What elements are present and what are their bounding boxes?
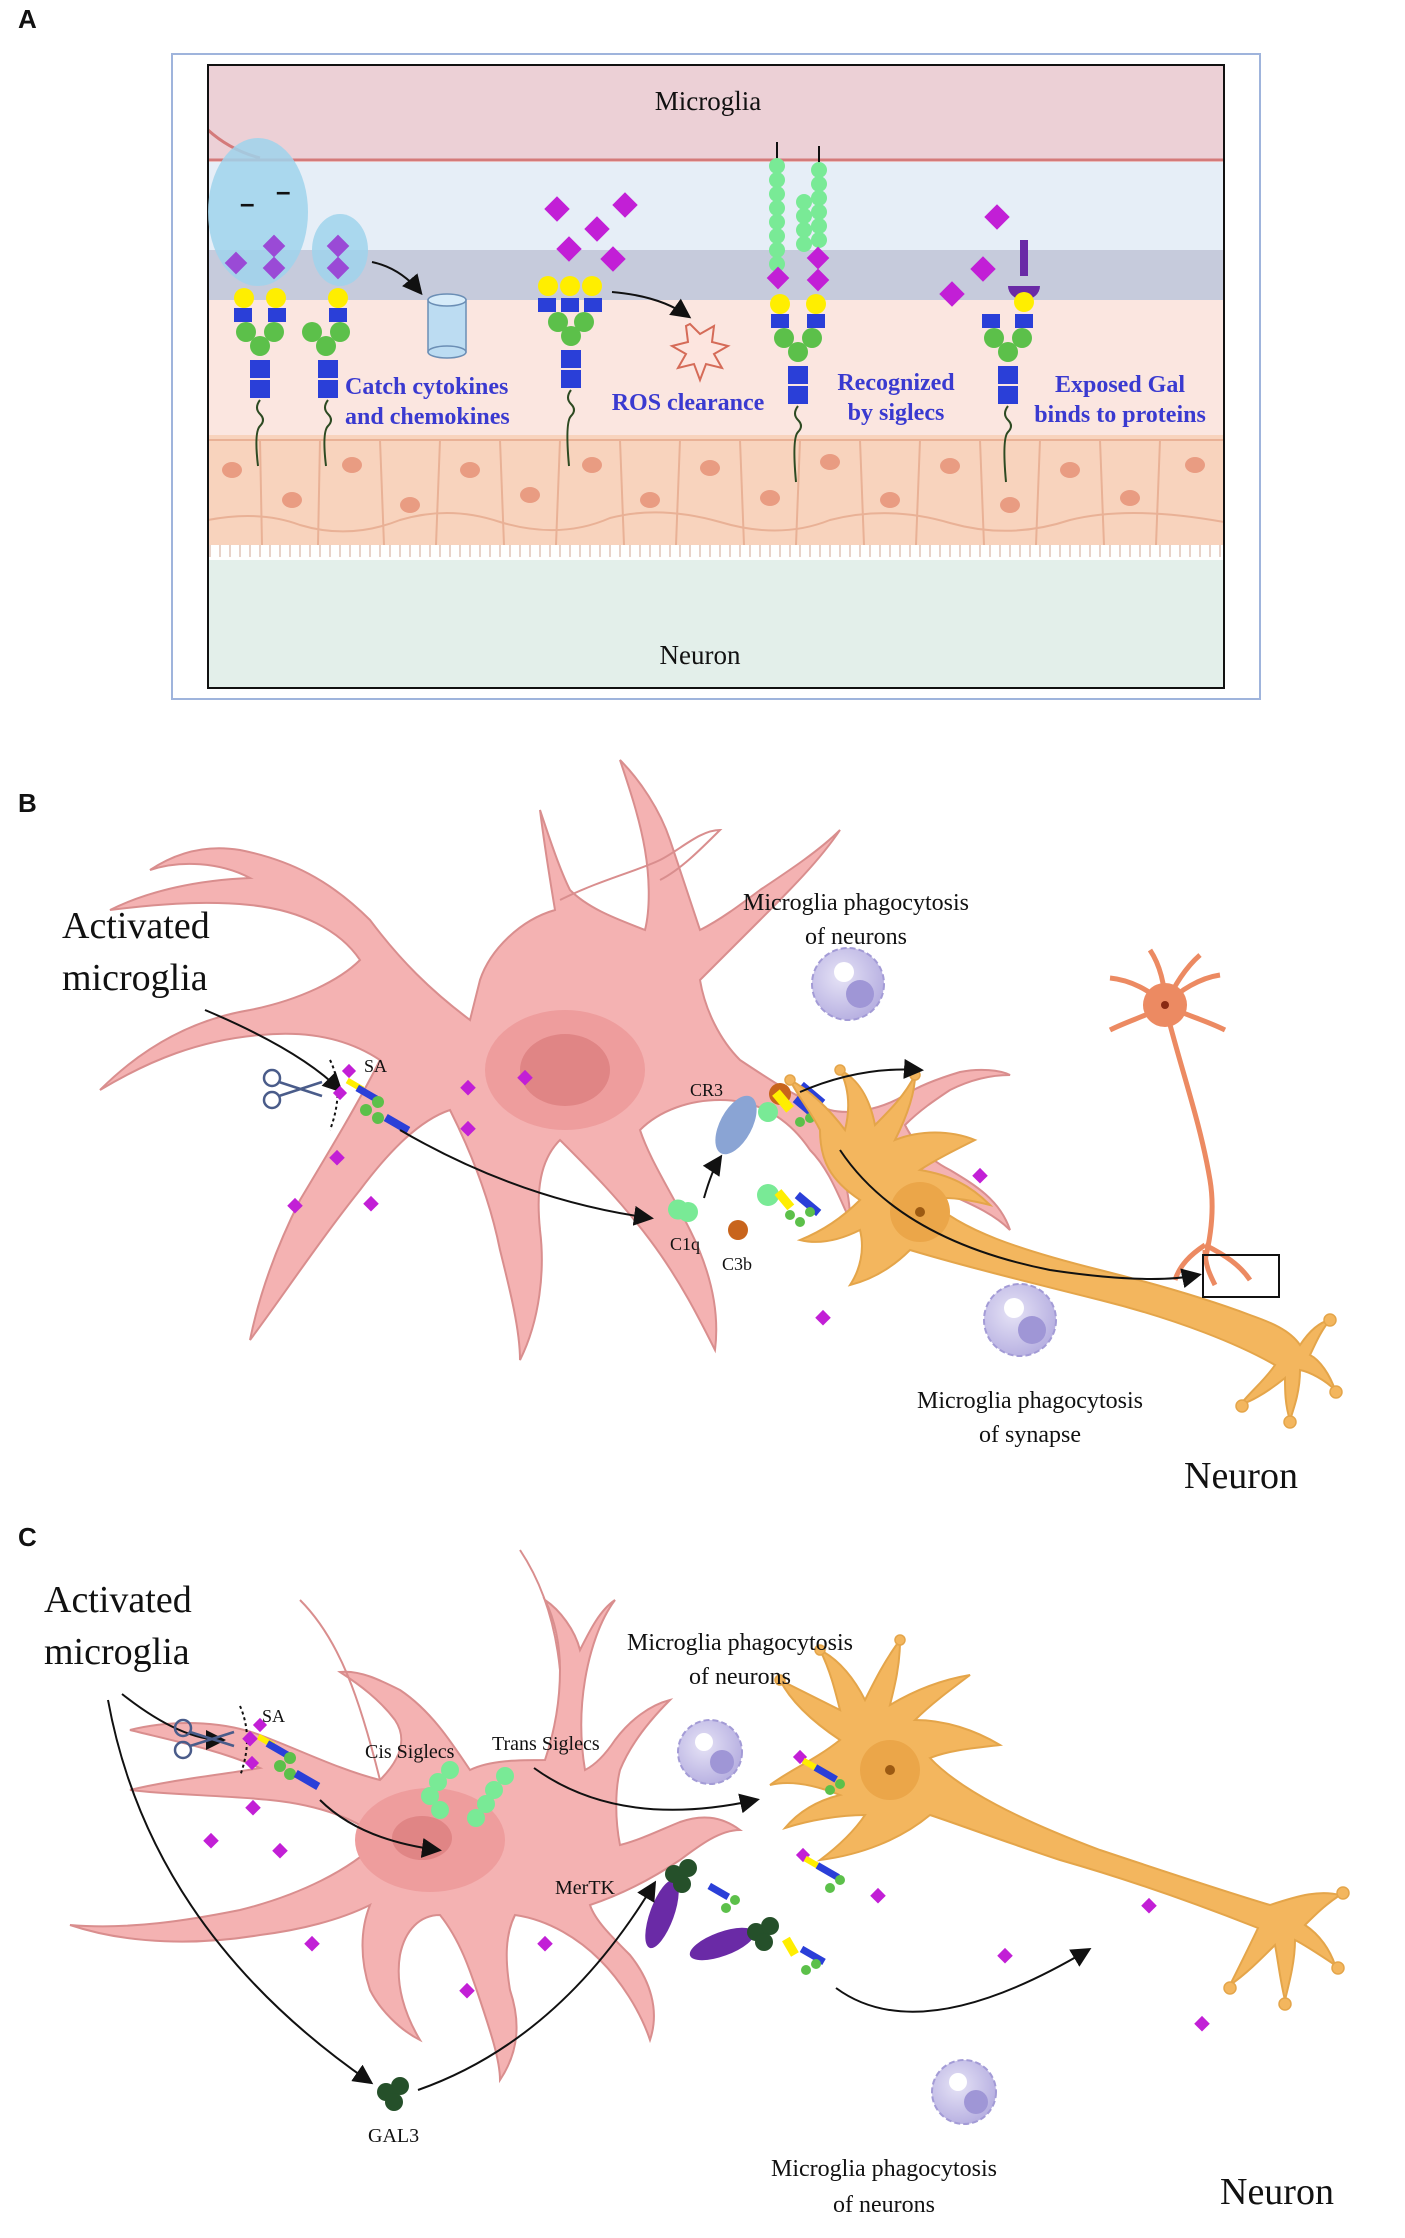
- phago-bottom-c-1: Microglia phagocytosis: [771, 2156, 997, 2182]
- caption-catch-1: Catch cytokines: [345, 374, 508, 400]
- microglia-label: Microglia: [655, 86, 761, 116]
- glycan-structure-4: [766, 142, 830, 483]
- panel-a-inner-frame: [207, 64, 1225, 689]
- neuron-layer: [208, 560, 1224, 688]
- phago-synapse-b-1: Microglia phagocytosis: [917, 1388, 1143, 1414]
- cis-siglecs-label: Cis Siglecs: [365, 1741, 455, 1763]
- cell-nuclei: [222, 454, 1205, 513]
- neuron-label-a: Neuron: [660, 640, 741, 670]
- neuron-c-glycan-1: [792, 1749, 845, 1795]
- phago-top-c-2: of neurons: [689, 1664, 791, 1690]
- neuron-c-nucleolus: [885, 1765, 895, 1775]
- glycocalyx-band: [208, 250, 1224, 300]
- neuron-c-glycan-3: [707, 1882, 740, 1913]
- cr3-receptor: [715, 1095, 757, 1155]
- c3b-label: C3b: [722, 1254, 752, 1274]
- microglia-nucleus-c: [392, 1816, 452, 1860]
- caption-gal-1: Exposed Gal: [1055, 372, 1185, 398]
- gal3-bridge-1: [665, 1859, 697, 1893]
- panel-letter-a: A: [18, 4, 37, 34]
- phagocyte-b-bottom: [983, 1283, 1057, 1357]
- mertk-receptor-1: [645, 1879, 679, 1949]
- neuron-label-b: Neuron: [1184, 1455, 1298, 1497]
- caption-catch-2: and chemokines: [345, 404, 510, 430]
- microglia-nucleus-b: [520, 1034, 610, 1106]
- mertk-receptor-2: [689, 1927, 755, 1961]
- chemokine-cylinder: [427, 293, 467, 359]
- c1q-shape: [678, 1202, 698, 1222]
- small-neuron-nucleolus: [1161, 1001, 1169, 1009]
- cis-siglec: [421, 1761, 459, 1819]
- neuron-c-glycan-4: [782, 1936, 826, 1975]
- panel-a: A: [18, 4, 1261, 700]
- caption-gal-2: binds to proteins: [1034, 402, 1206, 428]
- microglia-layer: [208, 65, 1224, 160]
- upper-blue-layer: [208, 162, 1224, 250]
- activated-microglia-b-1: Activated: [62, 905, 210, 947]
- caption-siglec-2: by siglecs: [848, 400, 945, 426]
- sialylated-glycan-b: [332, 1063, 411, 1134]
- phagocyte-b-top: [811, 947, 885, 1021]
- activated-microglia-b-2: microglia: [62, 957, 208, 999]
- sa-label-c: SA: [262, 1706, 285, 1726]
- caption-siglec-1: Recognized: [837, 370, 955, 396]
- scissors-icon-b: [262, 1068, 323, 1110]
- neuron-c: [769, 1636, 1343, 2001]
- synapse-box: [1202, 1254, 1280, 1298]
- phago-neurons-b-2: of neurons: [805, 924, 907, 950]
- scissors-icon-c: [173, 1718, 235, 1760]
- c3b-shape: [728, 1220, 748, 1240]
- panel-letter-b: B: [18, 788, 37, 818]
- panel-c: C Activated microglia SA: [18, 1522, 1350, 2218]
- minus-sign-1: –: [240, 188, 254, 218]
- neuron-c-glycan-2: [795, 1847, 845, 1893]
- gal3-label: GAL3: [368, 2125, 419, 2147]
- free-sialic-acid-c: [203, 1730, 1210, 2032]
- glycan-structure-3: [538, 192, 638, 467]
- activated-microglia-c-2: microglia: [44, 1631, 190, 1673]
- trans-siglec: [467, 1767, 514, 1827]
- c1q-label: C1q: [670, 1234, 700, 1254]
- cr3-label: CR3: [690, 1080, 723, 1100]
- phago-top-c-1: Microglia phagocytosis: [627, 1630, 853, 1656]
- minus-sign-2: –: [276, 176, 290, 206]
- sialylated-glycan-c: [244, 1717, 321, 1790]
- neuron-b: [787, 1067, 1336, 1424]
- phago-synapse-b-2: of synapse: [979, 1422, 1081, 1448]
- neuron-c-terminals: [774, 1634, 1350, 2011]
- neuron-b-nucleolus: [915, 1207, 925, 1217]
- neuron-label-c: Neuron: [1220, 2171, 1334, 2213]
- phago-neurons-b-1: Microglia phagocytosis: [743, 890, 969, 916]
- ros-starburst: [669, 322, 731, 383]
- membrane-fringe: [209, 545, 1221, 557]
- panel-b: B Activated microglia SA: [18, 759, 1343, 1497]
- negative-charge-cloud: [208, 138, 308, 286]
- membrane-cells: [207, 439, 1225, 546]
- gal3-bridge-2: [747, 1917, 779, 1951]
- phagocyte-c-bottom: [931, 2059, 997, 2125]
- sa-label-b: SA: [364, 1056, 387, 1076]
- panel-letter-c: C: [18, 1522, 37, 1552]
- neuron-membrane-cells: [208, 435, 1224, 545]
- phago-bottom-c-2: of neurons: [833, 2192, 935, 2218]
- mertk-label: MerTK: [555, 1877, 616, 1899]
- glycan-structure-5: [939, 204, 1040, 483]
- phagocyte-c-top: [677, 1719, 743, 1785]
- opsonized-glycan-2: [757, 1184, 822, 1227]
- caption-ros: ROS clearance: [612, 390, 765, 416]
- trans-siglecs-label: Trans Siglecs: [492, 1733, 600, 1755]
- activated-microglia-c-1: Activated: [44, 1579, 192, 1621]
- panel-a-frame: [171, 53, 1261, 700]
- gal3-free: [377, 2077, 409, 2111]
